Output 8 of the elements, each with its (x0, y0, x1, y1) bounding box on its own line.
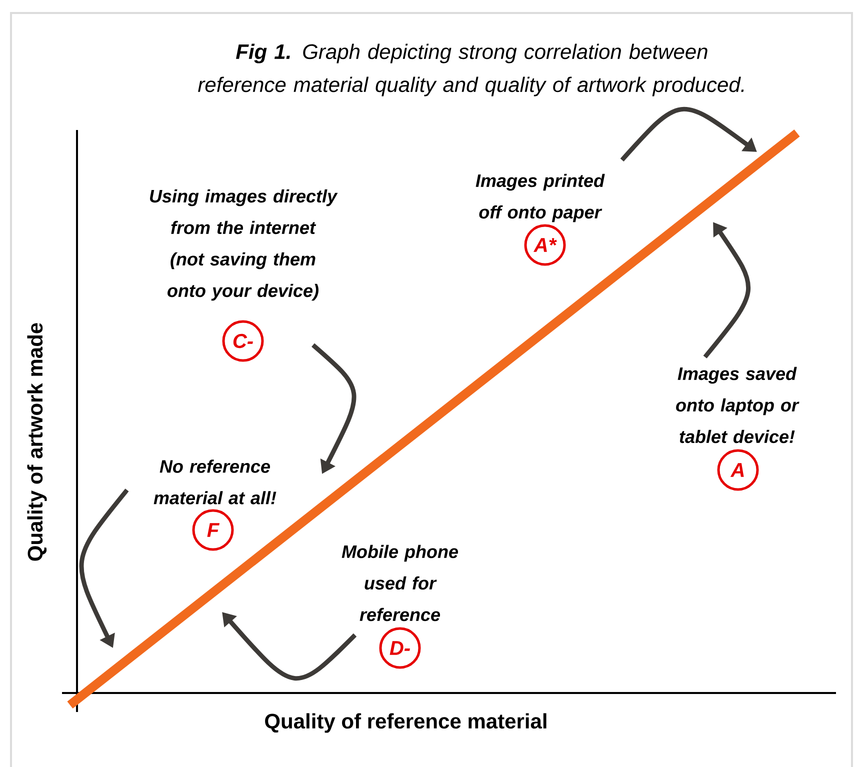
description: Using images directly from the internet (not saving them onto your device) (150, 189, 338, 301)
description: Images saved onto laptop or tablet device! (676, 366, 800, 444)
axis-title: Quality of artwork made (27, 323, 47, 561)
description: No reference material at all! (154, 460, 276, 504)
description: Mobile phone used for reference (342, 544, 458, 622)
axis-title: Quality of reference material (265, 713, 546, 733)
description: Images printed off onto paper (476, 174, 605, 222)
figure-title: Fig 1. Graph depicting strong correlation between reference material quality and quality of artwork produced. (198, 44, 744, 96)
